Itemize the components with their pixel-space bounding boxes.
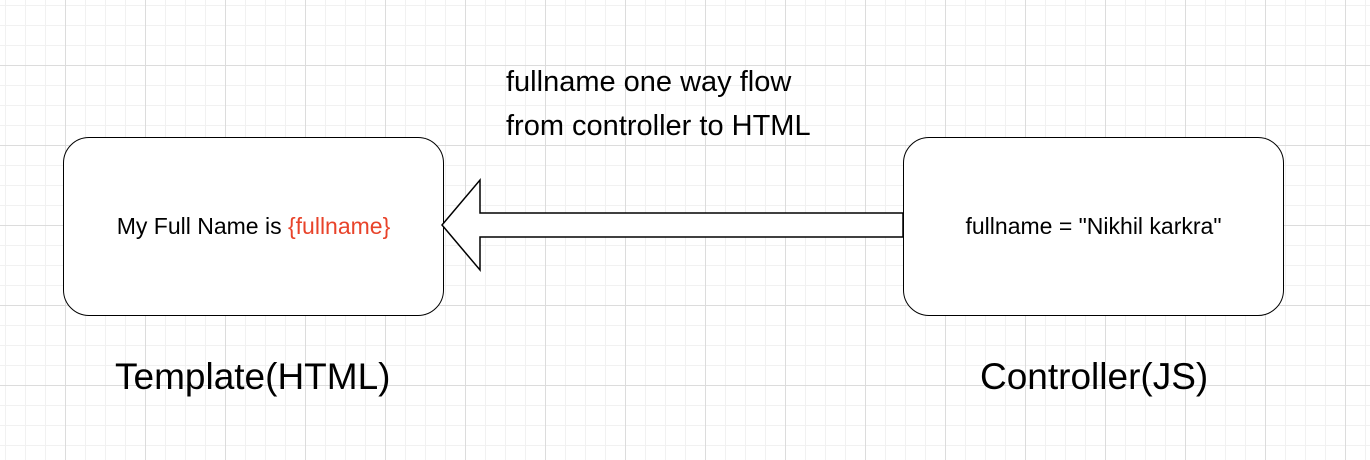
template-text-prefix: My Full Name is (116, 213, 288, 239)
controller-caption: Controller(JS) (980, 356, 1209, 397)
flow-label-line-2: from controller to HTML (506, 110, 811, 142)
template-box: My Full Name is {fullname} (63, 137, 444, 316)
controller-box: fullname = "Nikhil karkra" (903, 137, 1284, 316)
template-caption: Template(HTML) (115, 356, 391, 397)
controller-assignment-text: fullname = "Nikhil karkra" (965, 213, 1222, 239)
one-way-flow-arrow-icon (441, 177, 904, 273)
flow-label-line-1: fullname one way flow (506, 66, 792, 98)
template-binding-placeholder: {fullname} (287, 213, 391, 239)
